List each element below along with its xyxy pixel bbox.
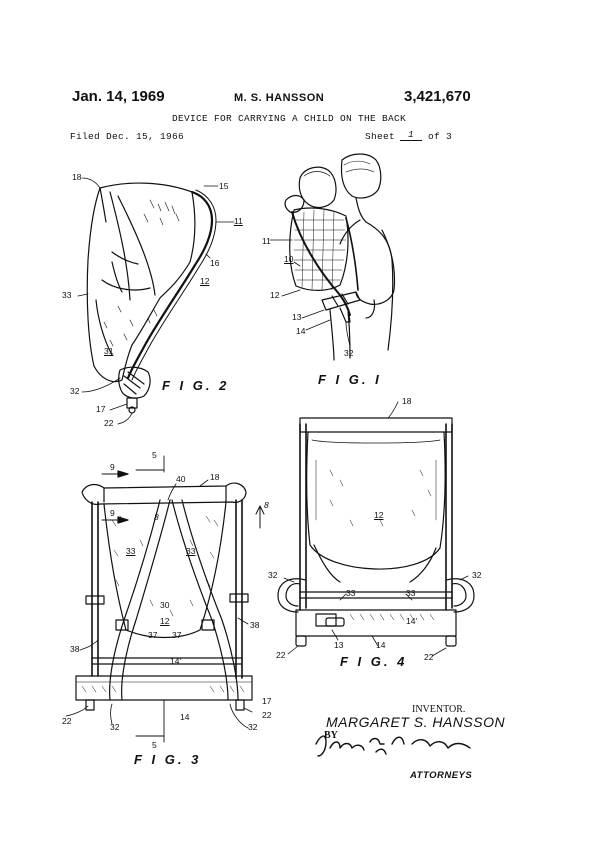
ref-label: 38 <box>250 620 260 630</box>
filed-date: Filed Dec. 15, 1966 <box>70 131 185 142</box>
ref-label: 14 <box>296 326 306 336</box>
sheet-label: Sheet <box>365 131 396 142</box>
ref-label: 33 <box>126 546 136 556</box>
ref-label: 32 <box>248 722 258 732</box>
ref-label: 12 <box>160 616 170 626</box>
ref-label: 13 <box>292 312 302 322</box>
ref-label: 14' <box>406 616 418 626</box>
ref-label: 15 <box>219 181 229 191</box>
ref-label: 33 <box>62 290 72 300</box>
ref-label: 37 <box>148 630 158 640</box>
ref-label: 30 <box>160 600 170 610</box>
by-label: BY <box>324 730 338 741</box>
fig1-drawing <box>269 153 396 361</box>
ref-label: 33 <box>346 588 356 598</box>
ref-label: 16 <box>210 258 220 268</box>
ref-label: 8 <box>264 500 269 510</box>
ref-label: 14 <box>376 640 386 650</box>
ref-label: 37 <box>172 630 182 640</box>
sheet-of: of 3 <box>428 131 453 142</box>
attorney-signature <box>315 735 471 757</box>
ref-label: 33 <box>186 546 196 556</box>
ref-label: 22 <box>104 418 114 428</box>
ref-label: 14' <box>170 656 182 666</box>
ref-label: 8 <box>154 512 159 522</box>
fig3-drawing <box>65 455 265 743</box>
ref-label: 9 <box>110 508 115 518</box>
fig3-label: F I G. 3 <box>134 752 202 767</box>
ref-label: 22 <box>62 716 72 726</box>
ref-label: 18 <box>72 172 82 182</box>
fig4-label: F I G. 4 <box>340 654 408 669</box>
ref-label: 14 <box>180 712 190 722</box>
attorneys-label: ATTORNEYS <box>410 770 473 781</box>
inventor-name: MARGARET S. HANSSON <box>326 714 506 730</box>
ref-label: 22 <box>276 650 286 660</box>
ref-label: 12 <box>374 510 384 520</box>
ref-label: 12 <box>200 276 210 286</box>
ref-label: 32 <box>344 348 354 358</box>
patent-number: 3,421,670 <box>404 88 471 105</box>
ref-label: 38 <box>70 644 80 654</box>
ref-label: 10 <box>284 254 294 264</box>
inventor-label: INVENTOR. <box>412 704 466 715</box>
ref-label: 9 <box>110 462 115 472</box>
ref-label: 22 <box>424 652 434 662</box>
ref-label: 40 <box>176 474 186 484</box>
ref-label: 11 <box>262 236 271 246</box>
ref-label: 33 <box>406 588 416 598</box>
sheet-number: 1 <box>400 129 422 141</box>
ref-label: 13 <box>334 640 344 650</box>
ref-label: 11 <box>234 216 243 226</box>
ref-label: 17 <box>96 404 106 414</box>
ref-label: 22 <box>262 710 272 720</box>
ref-label: 5 <box>152 740 157 750</box>
fig2-drawing <box>77 177 235 425</box>
fig2-label: F I G. 2 <box>162 378 230 393</box>
ref-label: 17 <box>262 696 272 706</box>
fig1-label: F I G. I <box>318 372 382 387</box>
ref-label: 18 <box>210 472 220 482</box>
ref-label: 31 <box>104 346 114 356</box>
ref-label: 32 <box>472 570 482 580</box>
ref-label: 32 <box>268 570 278 580</box>
patent-date: Jan. 14, 1969 <box>72 88 165 105</box>
ref-label: 5 <box>152 450 157 460</box>
ref-label: 32 <box>110 722 120 732</box>
ref-label: 12 <box>270 290 280 300</box>
ref-label: 32 <box>70 386 80 396</box>
ref-label: 18 <box>402 396 412 406</box>
inventor-short: M. S. HANSSON <box>234 92 325 104</box>
fig4-drawing <box>277 401 475 657</box>
patent-title: DEVICE FOR CARRYING A CHILD ON THE BACK <box>172 113 407 124</box>
